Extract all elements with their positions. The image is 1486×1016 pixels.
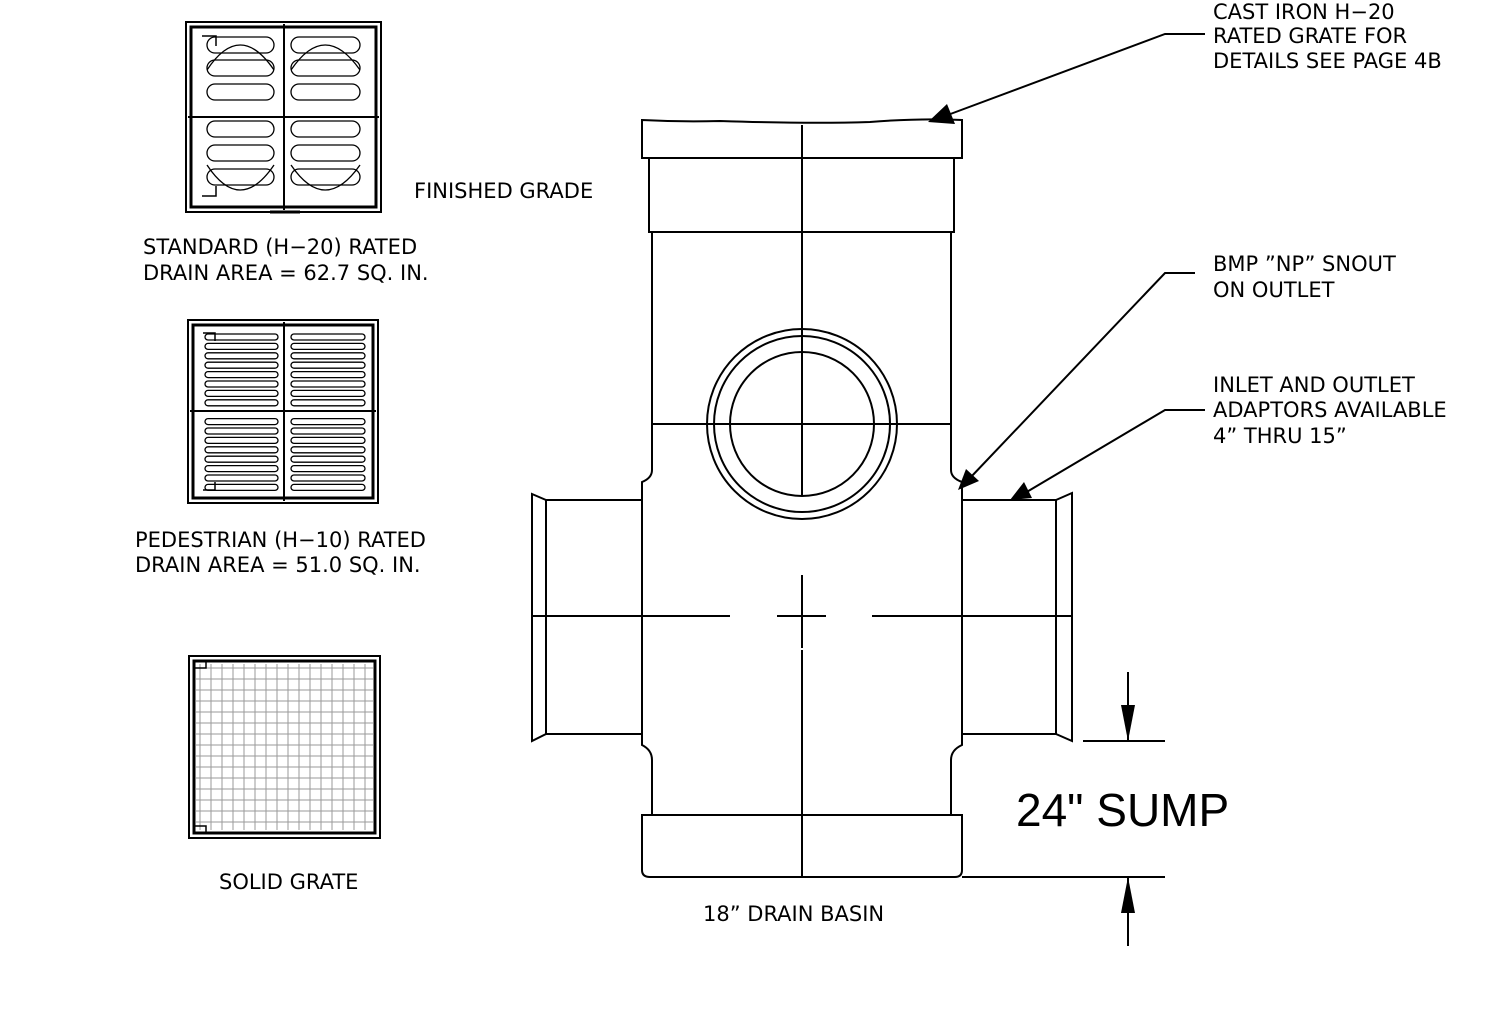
grate-slot [206,144,275,162]
grate-slot [204,333,279,341]
grate-callout-line-2: RATED GRATE FOR [1213,24,1407,48]
grate-slot [290,455,366,463]
snout-callout-line-2: ON OUTLET [1213,278,1335,302]
grate-slot [290,427,366,435]
standard-grate-label-1: STANDARD (H−20) RATED [143,235,417,259]
solid-grate-figure [188,655,381,839]
grate-slot [290,370,366,379]
standard-grate-label-2: DRAIN AREA = 62.7 SQ. IN. [143,261,429,285]
grate-callout-line-1: CAST IRON H−20 [1213,0,1395,24]
adaptors-callout-line-2: ADAPTORS AVAILABLE [1213,398,1447,422]
grate-slot [290,59,361,77]
grate-slot [204,361,279,369]
callout-leaders [928,33,1205,946]
grate-slot [204,399,279,407]
solid-grate-label: SOLID GRATE [219,870,358,894]
grate-slot [290,342,366,351]
grate-slot [290,436,366,445]
grate-slot [206,83,275,101]
grate-slot [204,417,279,426]
grate-slot [204,474,279,482]
drain-basin-label: 18” DRAIN BASIN [703,902,884,926]
pedestrian-grate-label-1: PEDESTRIAN (H−10) RATED [135,528,426,552]
grate-slot [290,352,366,360]
grate-slot [290,120,361,138]
grate-slot [290,389,366,398]
grate-slot [204,342,279,351]
grate-slot [206,59,275,77]
grate-slot [204,427,279,435]
grate-slot [204,446,279,454]
grate-slot [290,446,366,454]
grate-slot [204,464,279,473]
finished-grade-label: FINISHED GRADE [414,179,593,203]
sump-dimension-label: 24" SUMP [1016,784,1229,836]
grate-slot [290,83,361,101]
grate-callout-line-3: DETAILS SEE PAGE 4B [1213,49,1442,73]
pedestrian-grate-label-2: DRAIN AREA = 51.0 SQ. IN. [135,553,421,577]
grate-slot [206,168,275,186]
snout-callout-line-1: BMP ”NP” SNOUT [1213,252,1396,276]
grate-slot [204,436,279,445]
grate-slot [290,464,366,473]
grate-slot [204,455,279,463]
grate-slot [206,36,275,54]
grate-slot [290,36,361,54]
grate-slot [290,144,361,162]
pedestrian-grate-figure [187,319,379,504]
grate-slot [204,389,279,398]
grate-slot [290,417,366,426]
standard-grate-figure [185,21,382,214]
adaptors-callout-line-1: INLET AND OUTLET [1213,373,1415,397]
adaptors-callout-line-3: 4” THRU 15” [1213,424,1347,448]
grate-slot [290,333,366,341]
grate-slot [204,352,279,360]
drain-basin-figure [531,118,1073,878]
grate-slot [290,361,366,369]
grate-slot [290,483,366,492]
grate-slot [290,380,366,388]
grate-slot [204,380,279,388]
grate-slot [204,370,279,379]
grate-slot [290,399,366,407]
grate-slot [290,168,361,186]
grate-slot [206,120,275,138]
grate-slot [290,474,366,482]
grate-slot [204,483,279,492]
